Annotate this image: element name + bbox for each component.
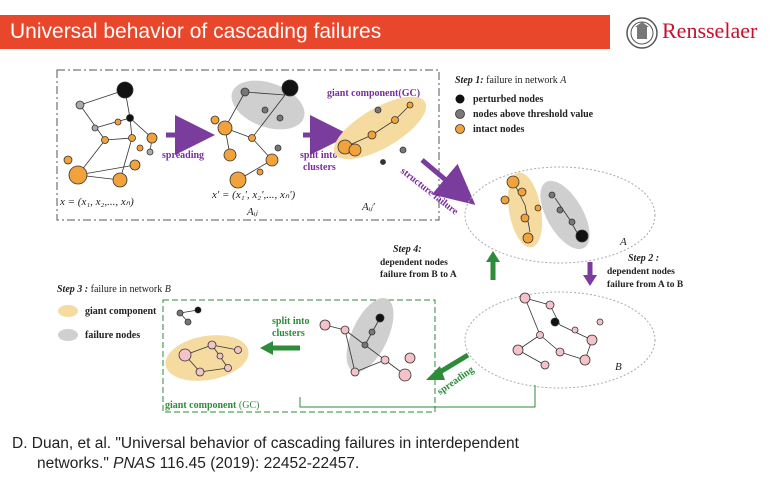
spreading-label-a: spreading [162, 150, 204, 161]
svg-text:dependent nodes: dependent nodes [607, 267, 675, 277]
structure-failure-label: structure failure [398, 166, 460, 218]
legend-a-threshold: nodes above threshold value [473, 109, 594, 120]
network-a-giant-component [333, 96, 427, 165]
network-a-initial [63, 81, 158, 188]
svg-text:Step 2 :: Step 2 : [628, 253, 659, 264]
legend-b-gc: giant component [85, 306, 157, 317]
legend-a-var: A [559, 75, 567, 86]
structure-failure-arrow [420, 158, 476, 205]
svg-text:Step 1: failure in network A: Step 1: failure in network A [455, 75, 567, 86]
split-label-b-1: split into [272, 316, 310, 327]
network-b-coupled [512, 292, 604, 370]
svg-text:failure from A to B: failure from A to B [607, 280, 684, 290]
giant-component-label: giant component(GC) [327, 88, 420, 99]
legend-a-threshold-swatch [455, 109, 465, 119]
svg-text:Step 4:: Step 4: [393, 244, 422, 255]
legend-b-var: B [165, 284, 171, 295]
network-b-frame [162, 299, 436, 413]
step4-annotation: Step 4: dependent nodes failure from B t… [380, 244, 457, 280]
network-b-label: B [615, 361, 622, 373]
citation-journal: PNAS [113, 455, 156, 472]
legend-a-perturbed-swatch [455, 94, 465, 104]
seal-icon [626, 17, 658, 49]
legend-a-heading: failure in network [484, 75, 561, 86]
citation-line-2: networks." PNAS 116.45 (2019): 22452-224… [37, 455, 360, 472]
legend-a-intact-swatch [455, 124, 465, 134]
legend-b-heading: failure in network [88, 284, 165, 295]
formula-x: x = (x₁, x₂,..., xₙ) [59, 196, 134, 208]
gc-b-label: (GC) [239, 400, 260, 411]
network-a-spread [210, 79, 305, 189]
rensselaer-logo: Rensselaer [625, 14, 775, 54]
network-a-coupled [500, 172, 590, 250]
svg-text:dependent nodes: dependent nodes [380, 258, 448, 268]
network-a-frame [56, 69, 440, 221]
label-aij-prime: Aᵢⱼ' [361, 201, 375, 213]
split-label-b-2: clusters [272, 328, 305, 339]
svg-text:giant component (GC): giant component (GC) [165, 400, 259, 411]
network-b-spread [319, 297, 416, 382]
network-b-small-cluster [176, 306, 202, 326]
legend-a-perturbed: perturbed nodes [473, 94, 543, 105]
legend-b-failure-swatch [58, 329, 78, 341]
step2-annotation: Step 2 : dependent nodes failure from A … [607, 253, 684, 290]
giant-component-b-label: giant component [165, 400, 237, 411]
legend-b-step: Step 3 : [57, 284, 88, 295]
legend-network-b: Step 3 : failure in network B giant comp… [57, 284, 171, 341]
svg-text:Step 3 : failure in network B: Step 3 : failure in network B [57, 284, 171, 295]
label-aij: Aᵢⱼ [246, 206, 258, 218]
network-b-giant-component [165, 335, 249, 381]
title-bar: Universal behavior of cascading failures [0, 15, 610, 49]
network-b-layer [464, 291, 656, 389]
legend-a-step: Step 1: [455, 75, 484, 86]
cascade-diagram: x = (x₁, x₂,..., xₙ) spreading x' = (x₁'… [56, 69, 684, 413]
split-label-a-2: clusters [303, 162, 336, 173]
network-a-label: A [619, 236, 627, 248]
legend-a-intact: intact nodes [473, 124, 525, 135]
slide-title: Universal behavior of cascading failures [10, 20, 382, 43]
formula-x-prime: x' = (x₁', x₂',..., xₙ') [211, 189, 296, 201]
svg-text:failure from B to A: failure from B to A [380, 270, 457, 280]
legend-b-failure: failure nodes [85, 330, 140, 341]
citation: D. Duan, et al. "Universal behavior of c… [12, 434, 772, 474]
legend-b-gc-swatch [58, 305, 78, 317]
split-label-a-1: split into [300, 150, 338, 161]
connector-line [299, 385, 536, 408]
citation-line-1: D. Duan, et al. "Universal behavior of c… [12, 435, 519, 452]
legend-network-a: Step 1: failure in network A perturbed n… [455, 75, 594, 135]
logo-text: Rensselaer [662, 18, 758, 43]
network-a-layer [464, 166, 656, 264]
